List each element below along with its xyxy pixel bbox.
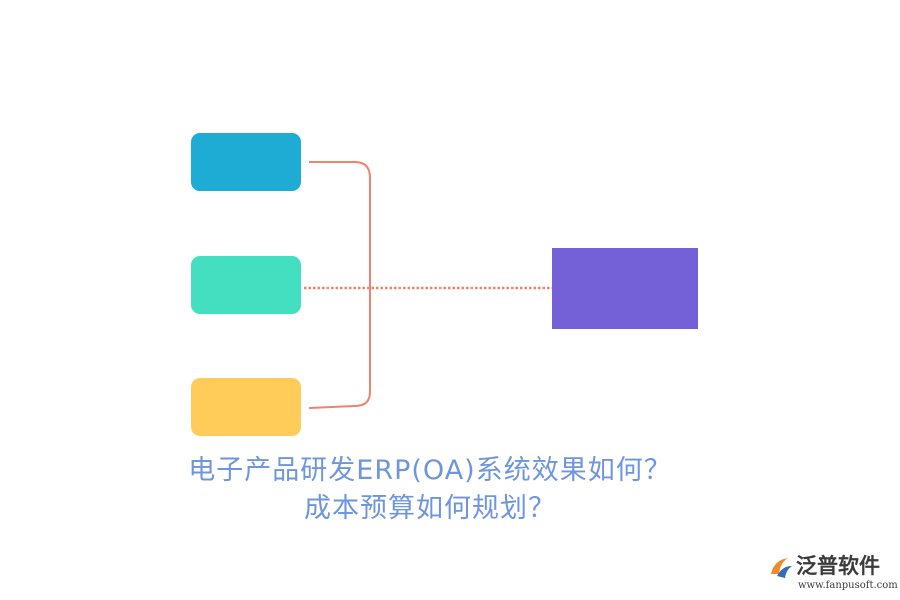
bracket-connector bbox=[308, 161, 371, 409]
diagram-title: 电子产品研发ERP(OA)系统效果如何？ 成本预算如何规划？ bbox=[0, 452, 860, 528]
logo-url: www.fanpusoft.com bbox=[798, 580, 898, 591]
title-line-2: 成本预算如何规划？ bbox=[304, 493, 556, 524]
target-node bbox=[552, 248, 698, 329]
fanpu-logo-icon bbox=[771, 558, 792, 578]
title-line-1: 电子产品研发ERP(OA)系统效果如何？ bbox=[188, 455, 672, 486]
brand-logo: 泛普软件 www.fanpusoft.com bbox=[768, 552, 898, 594]
node-blue bbox=[191, 133, 301, 191]
node-green bbox=[191, 256, 301, 314]
logo-name: 泛普软件 bbox=[796, 554, 880, 578]
node-yellow bbox=[191, 378, 301, 436]
